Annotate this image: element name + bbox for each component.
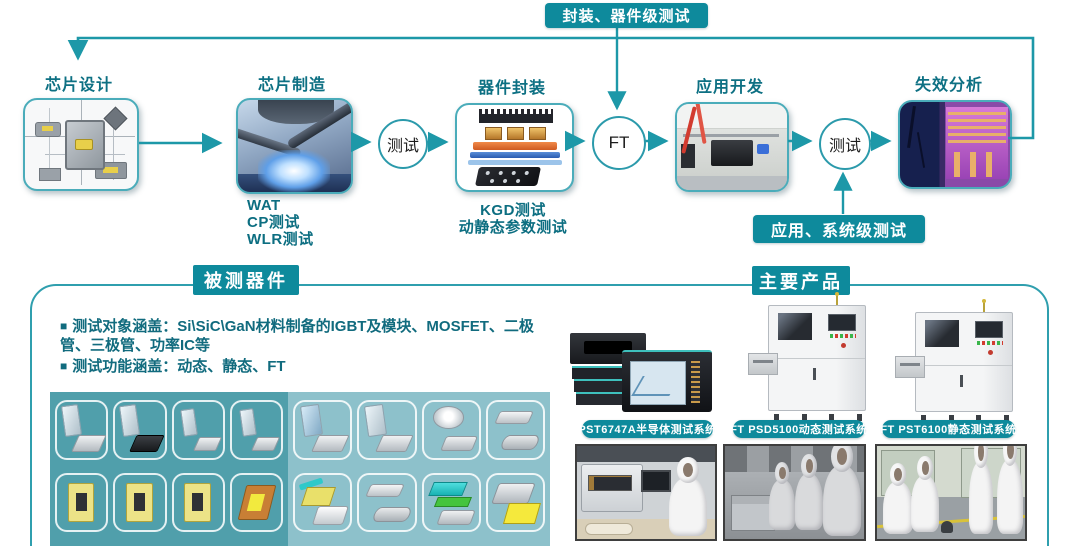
socket-tile bbox=[485, 473, 545, 532]
socket-tile bbox=[229, 473, 283, 532]
test-item-wlr: WLR测试 bbox=[247, 231, 314, 248]
socket-tile bbox=[421, 473, 481, 532]
bottom-panel-frame bbox=[30, 284, 1049, 546]
cleanroom-photo-1 bbox=[575, 444, 717, 541]
socket-grid bbox=[50, 392, 550, 546]
cleanroom-photo-2 bbox=[723, 444, 866, 541]
square-bullet-icon: ■ bbox=[60, 319, 68, 333]
test-item-dynamic-static: 动静态参数测试 bbox=[458, 219, 568, 236]
ft-node: FT bbox=[592, 116, 646, 170]
socket-tile bbox=[357, 473, 417, 532]
test-item-cp: CP测试 bbox=[247, 214, 300, 231]
package-test-list: KGD测试 动静态参数测试 bbox=[433, 202, 593, 236]
stage-label-chip-fab: 芯片制造 bbox=[257, 77, 326, 94]
chip-design-image bbox=[23, 98, 139, 191]
cabinet-body bbox=[768, 305, 866, 411]
pst6747a-product-image bbox=[570, 333, 712, 413]
dut-bullet-1: ■测试对象涵盖：Si\SiC\GaN材料制备的IGBT及模块、MOSFET、二极… bbox=[60, 317, 556, 355]
products-section-header: 主要产品 bbox=[752, 266, 850, 295]
socket-tile bbox=[113, 400, 167, 460]
socket-tile bbox=[293, 400, 353, 460]
cabinet-body bbox=[915, 312, 1013, 412]
dut-bullet-1-text: 测试对象涵盖：Si\SiC\GaN材料制备的IGBT及模块、MOSFET、二极管… bbox=[60, 318, 534, 354]
socket-tile bbox=[55, 400, 109, 460]
cleanroom-worker bbox=[823, 446, 861, 536]
dut-bullet-2: ■ 测试功能涵盖：动态、静态、FT bbox=[60, 357, 556, 376]
application-system-level-test-banner: 应用、系统级测试 bbox=[753, 215, 925, 243]
socket-tile bbox=[55, 473, 109, 532]
socket-grid-left-panel bbox=[50, 392, 288, 546]
failure-analysis-image bbox=[898, 100, 1012, 189]
stage-label-chip-design: 芯片设计 bbox=[44, 77, 113, 94]
cleanroom-worker bbox=[969, 446, 993, 534]
product-label-pst6747a: PST6747A半导体测试系统 bbox=[578, 420, 716, 438]
package-device-level-test-banner: 封装、器件级测试 bbox=[545, 3, 708, 28]
pst6100-product-image bbox=[895, 299, 1013, 422]
socket-tile bbox=[171, 400, 225, 460]
cleanroom-worker bbox=[795, 453, 823, 530]
stage-label-app-dev: 应用开发 bbox=[695, 79, 764, 96]
cleanroom-worker bbox=[883, 463, 913, 534]
cleanroom-worker bbox=[911, 455, 939, 532]
device-package-image bbox=[455, 103, 574, 192]
cleanroom-worker bbox=[997, 446, 1023, 534]
socket-grid-right-panel bbox=[288, 392, 550, 546]
cabinet-feet bbox=[774, 414, 862, 421]
socket-tile bbox=[113, 473, 167, 532]
cleanroom-worker bbox=[669, 457, 707, 536]
test-node-1: 测试 bbox=[378, 119, 428, 169]
dut-section-header: 被测器件 bbox=[193, 265, 299, 295]
product-label-psd5100: FT PSD5100动态测试系统 bbox=[730, 420, 867, 438]
socket-tile bbox=[229, 400, 283, 460]
test-node-2: 测试 bbox=[819, 118, 871, 170]
socket-tile bbox=[357, 400, 417, 460]
chip-fab-image bbox=[236, 98, 353, 194]
socket-tile bbox=[421, 400, 481, 460]
socket-tile bbox=[293, 473, 353, 532]
socket-tile bbox=[485, 400, 545, 460]
test-item-kgd: KGD测试 bbox=[480, 202, 546, 219]
cleanroom-photo-3 bbox=[875, 444, 1027, 541]
test-item-wat: WAT bbox=[247, 197, 281, 214]
cleanroom-worker bbox=[769, 462, 795, 530]
app-dev-image bbox=[675, 102, 789, 192]
dut-bullet-2-text: 测试功能涵盖：动态、静态、FT bbox=[72, 358, 286, 375]
socket-tile bbox=[171, 473, 225, 532]
wafer-test-list: WAT CP测试 WLR测试 bbox=[247, 197, 314, 248]
stage-label-failure-analysis: 失效分析 bbox=[914, 77, 983, 94]
cabinet-feet bbox=[921, 415, 1009, 422]
psd5100-product-image bbox=[748, 292, 866, 421]
stage-label-device-package: 器件封装 bbox=[477, 80, 546, 97]
square-bullet-icon: ■ bbox=[60, 359, 68, 373]
product-label-pst6100: FT PST6100静态测试系统 bbox=[880, 420, 1016, 438]
dut-description: ■测试对象涵盖：Si\SiC\GaN材料制备的IGBT及模块、MOSFET、二极… bbox=[60, 317, 556, 378]
